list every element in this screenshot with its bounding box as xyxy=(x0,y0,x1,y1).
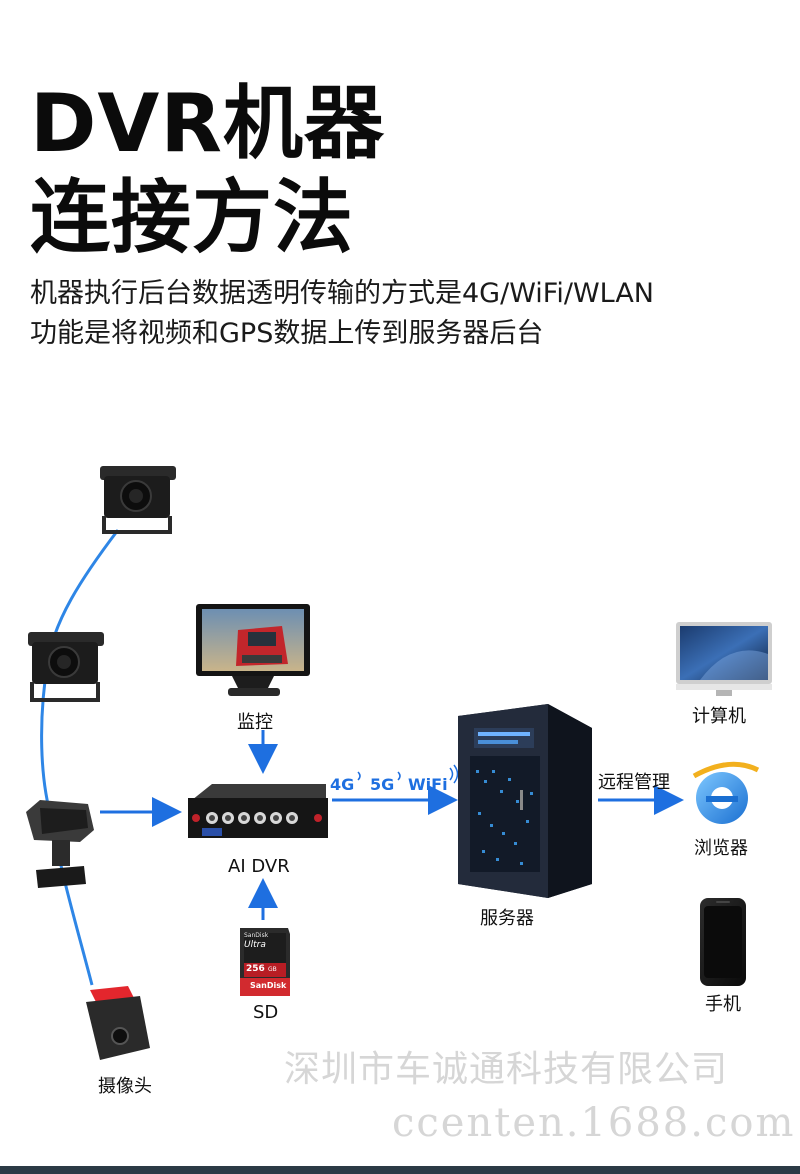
sd-card-icon xyxy=(240,928,290,996)
phone-icon xyxy=(700,898,746,986)
dvr-device-icon xyxy=(188,784,328,838)
subtitle-line2: 功能是将视频和GPS数据上传到服务器后台 xyxy=(30,318,544,349)
browser-label: 浏览器 xyxy=(694,838,748,859)
sd-brand-top: SanDisk xyxy=(244,932,269,939)
monitor-label: 监控 xyxy=(237,712,273,733)
phone-label: 手机 xyxy=(705,994,741,1015)
bottom-bar xyxy=(0,1166,800,1174)
sd-brand-bottom: SanDisk xyxy=(250,981,287,990)
sd-capacity: 256 xyxy=(246,964,265,974)
camera-1-icon xyxy=(100,466,176,534)
sd-unit: GB xyxy=(268,966,277,973)
sd-label: SD xyxy=(253,1002,279,1023)
dvr-label: AI DVR xyxy=(228,856,290,877)
camera-label: 摄像头 xyxy=(98,1076,152,1097)
page-title-line1: DVR机器 xyxy=(30,77,385,170)
camera-cable xyxy=(40,529,120,986)
protocol-wifi: WiFi xyxy=(408,775,448,794)
monitor-icon xyxy=(196,604,310,696)
camera-2-icon xyxy=(28,632,104,702)
watermark-company: 深圳市车诚通科技有限公司 xyxy=(284,1049,729,1090)
server-icon xyxy=(458,704,592,898)
protocol-4g: 4G xyxy=(330,775,355,794)
driver-camera-icon xyxy=(26,800,94,888)
protocol-5g: 5G xyxy=(370,775,395,794)
computer-label: 计算机 xyxy=(692,706,746,727)
page-title-line2: 连接方法 xyxy=(30,171,354,264)
remote-management-label: 远程管理 xyxy=(598,772,670,793)
sd-model: Ultra xyxy=(244,940,266,950)
dash-camera-icon xyxy=(86,986,150,1060)
server-label: 服务器 xyxy=(480,908,534,929)
computer-icon xyxy=(676,622,772,696)
subtitle-line1: 机器执行后台数据透明传输的方式是4G/WiFi/WLAN xyxy=(30,278,654,309)
browser-icon xyxy=(692,761,760,824)
watermark-site: ccenten.1688.com xyxy=(392,1100,796,1146)
